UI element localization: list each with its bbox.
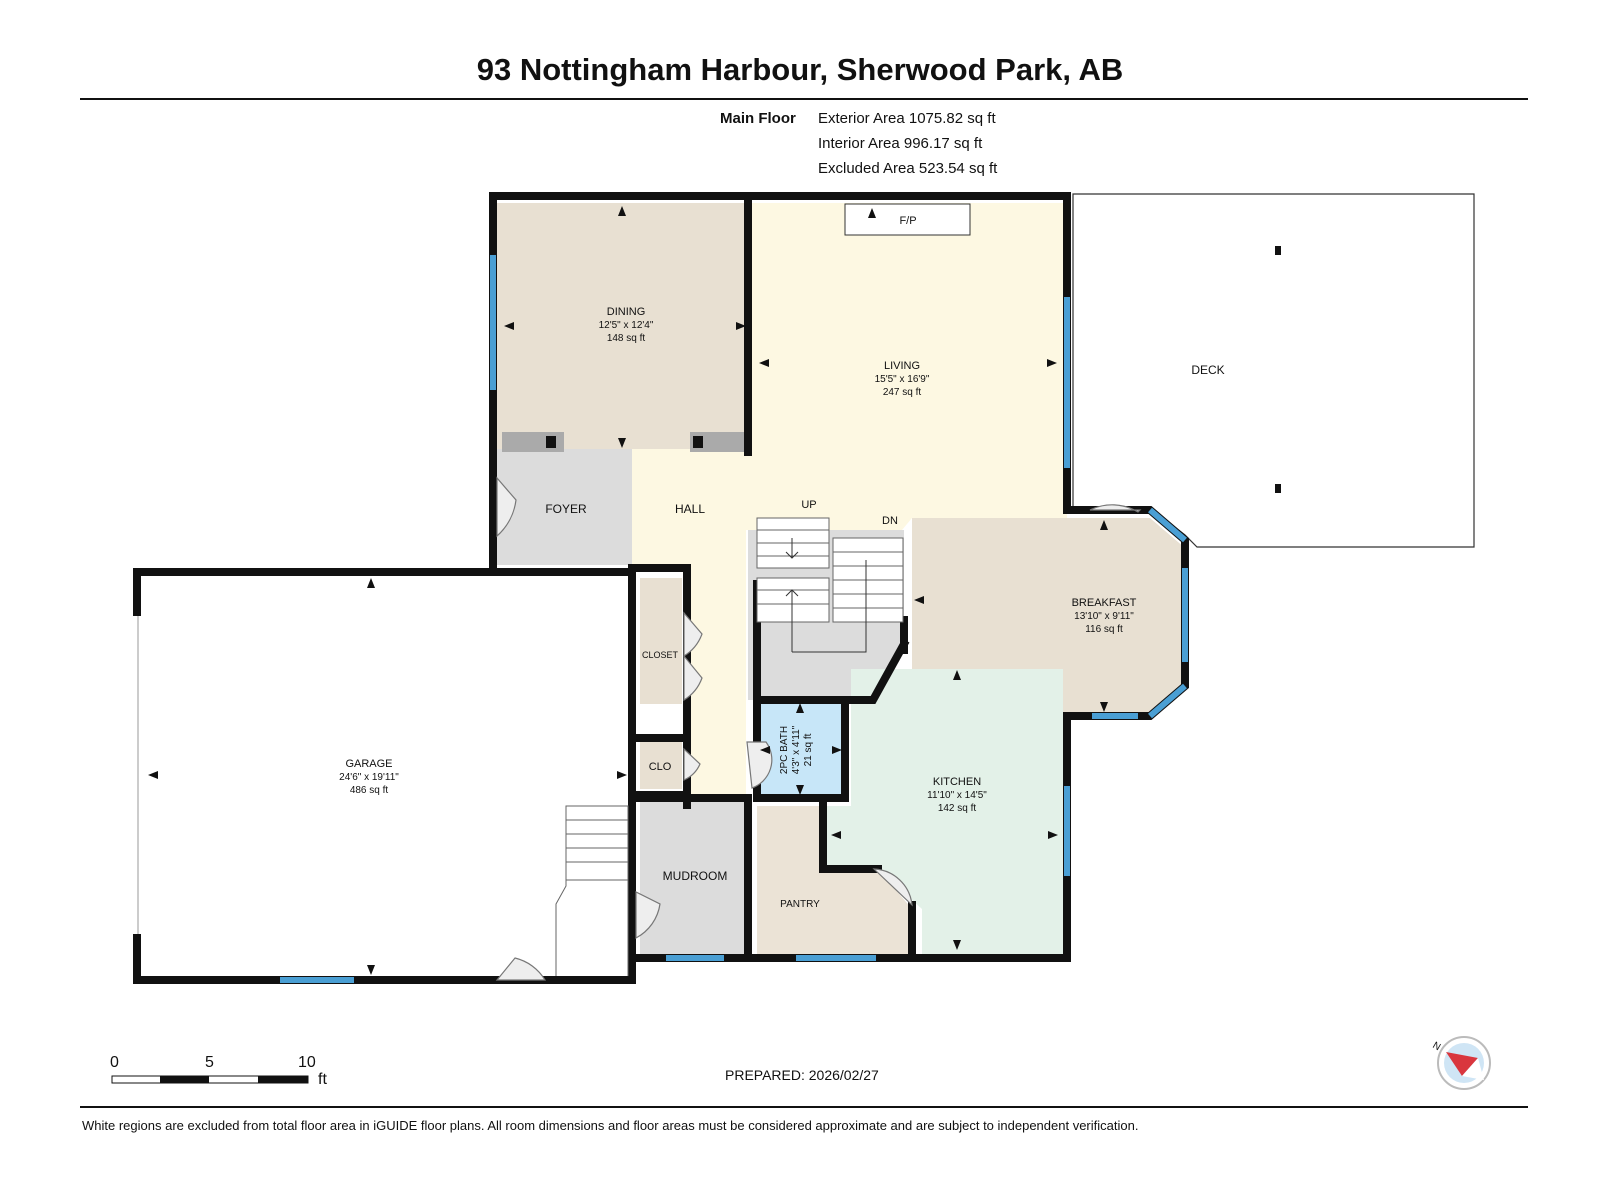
interior-area: Interior Area 996.17 sq ft — [818, 135, 983, 152]
kitchen-area: 142 sq ft — [938, 803, 977, 814]
closet-label: CLOSET — [642, 650, 679, 660]
kitchen-name: KITCHEN — [933, 776, 981, 788]
excluded-area: Excluded Area 523.54 sq ft — [818, 160, 998, 177]
scale-unit: ft — [318, 1071, 327, 1088]
deck-post — [1275, 246, 1281, 255]
up-label: UP — [801, 499, 816, 511]
disclaimer: White regions are excluded from total fl… — [82, 1118, 1139, 1133]
footer-rule — [80, 1106, 1528, 1108]
dining-area: 148 sq ft — [607, 333, 646, 344]
page-title: 93 Nottingham Harbour, Sherwood Park, AB — [476, 52, 1124, 87]
living-name: LIVING — [884, 360, 920, 372]
dimension-arrows — [148, 206, 1108, 975]
garage-name: GARAGE — [345, 758, 392, 770]
breakfast-fill — [912, 518, 1185, 716]
post — [546, 436, 556, 448]
pantry-label: PANTRY — [780, 899, 820, 910]
foyer-label: FOYER — [545, 502, 587, 516]
scale-bar — [111, 1075, 309, 1084]
fp-label: F/P — [899, 215, 916, 227]
mudroom-fill — [640, 798, 748, 955]
windows — [280, 255, 1188, 983]
title-rule — [80, 98, 1528, 100]
post — [693, 436, 703, 448]
hall-label: HALL — [675, 502, 705, 516]
stair-arrow-up — [785, 560, 867, 653]
doors — [495, 476, 1142, 981]
fireplace — [844, 203, 971, 236]
bath-area: 21 sq ft — [803, 733, 814, 766]
breakfast-area: 116 sq ft — [1085, 624, 1123, 635]
pantry-fill — [757, 806, 912, 955]
compass-north-label: N — [1431, 1040, 1443, 1053]
scale-label-5: 5 — [205, 1054, 214, 1071]
breakfast-name: BREAKFAST — [1072, 597, 1137, 609]
floor-label: Main Floor — [720, 110, 796, 127]
garage-stairs — [555, 805, 629, 976]
scale-label-10: 10 — [298, 1054, 316, 1071]
prepared-date: PREPARED: 2026/02/27 — [725, 1067, 879, 1083]
closet-fill — [640, 578, 682, 704]
garage-dims: 24'6" x 19'11" — [339, 772, 399, 783]
breakfast-dims: 13'10" x 9'11" — [1074, 611, 1134, 622]
bath-dims: 4'3" x 4'11" — [791, 725, 802, 774]
living-area: 247 sq ft — [883, 387, 922, 398]
dining-stub-right — [690, 432, 748, 452]
stair-arrow-down — [785, 538, 799, 559]
deck-label: DECK — [1191, 363, 1224, 377]
scale-label-0: 0 — [110, 1054, 119, 1071]
bath-name: 2PC BATH — [779, 726, 790, 774]
kitchen-fill — [823, 669, 1063, 955]
bath-fill — [757, 700, 845, 798]
foyer-fill — [493, 449, 632, 565]
living-hall-fill — [632, 203, 1067, 808]
clo-fill — [640, 741, 682, 789]
mudroom-label: MUDROOM — [663, 869, 728, 883]
deck-outline — [1072, 193, 1475, 548]
kitchen-dims: 11'10" x 14'5" — [927, 790, 987, 801]
compass-icon: N — [1431, 1036, 1491, 1090]
dining-dims: 12'5" x 12'4" — [599, 320, 654, 331]
exterior-area: Exterior Area 1075.82 sq ft — [818, 110, 996, 127]
deck-post — [1275, 484, 1281, 493]
clo-label: CLO — [649, 761, 672, 773]
dining-name: DINING — [607, 306, 646, 318]
stairs — [756, 517, 904, 623]
living-dims: 15'5" x 16'9" — [875, 374, 930, 385]
garage-area: 486 sq ft — [350, 785, 389, 796]
dn-label: DN — [882, 515, 898, 527]
dining-fill — [493, 203, 748, 449]
